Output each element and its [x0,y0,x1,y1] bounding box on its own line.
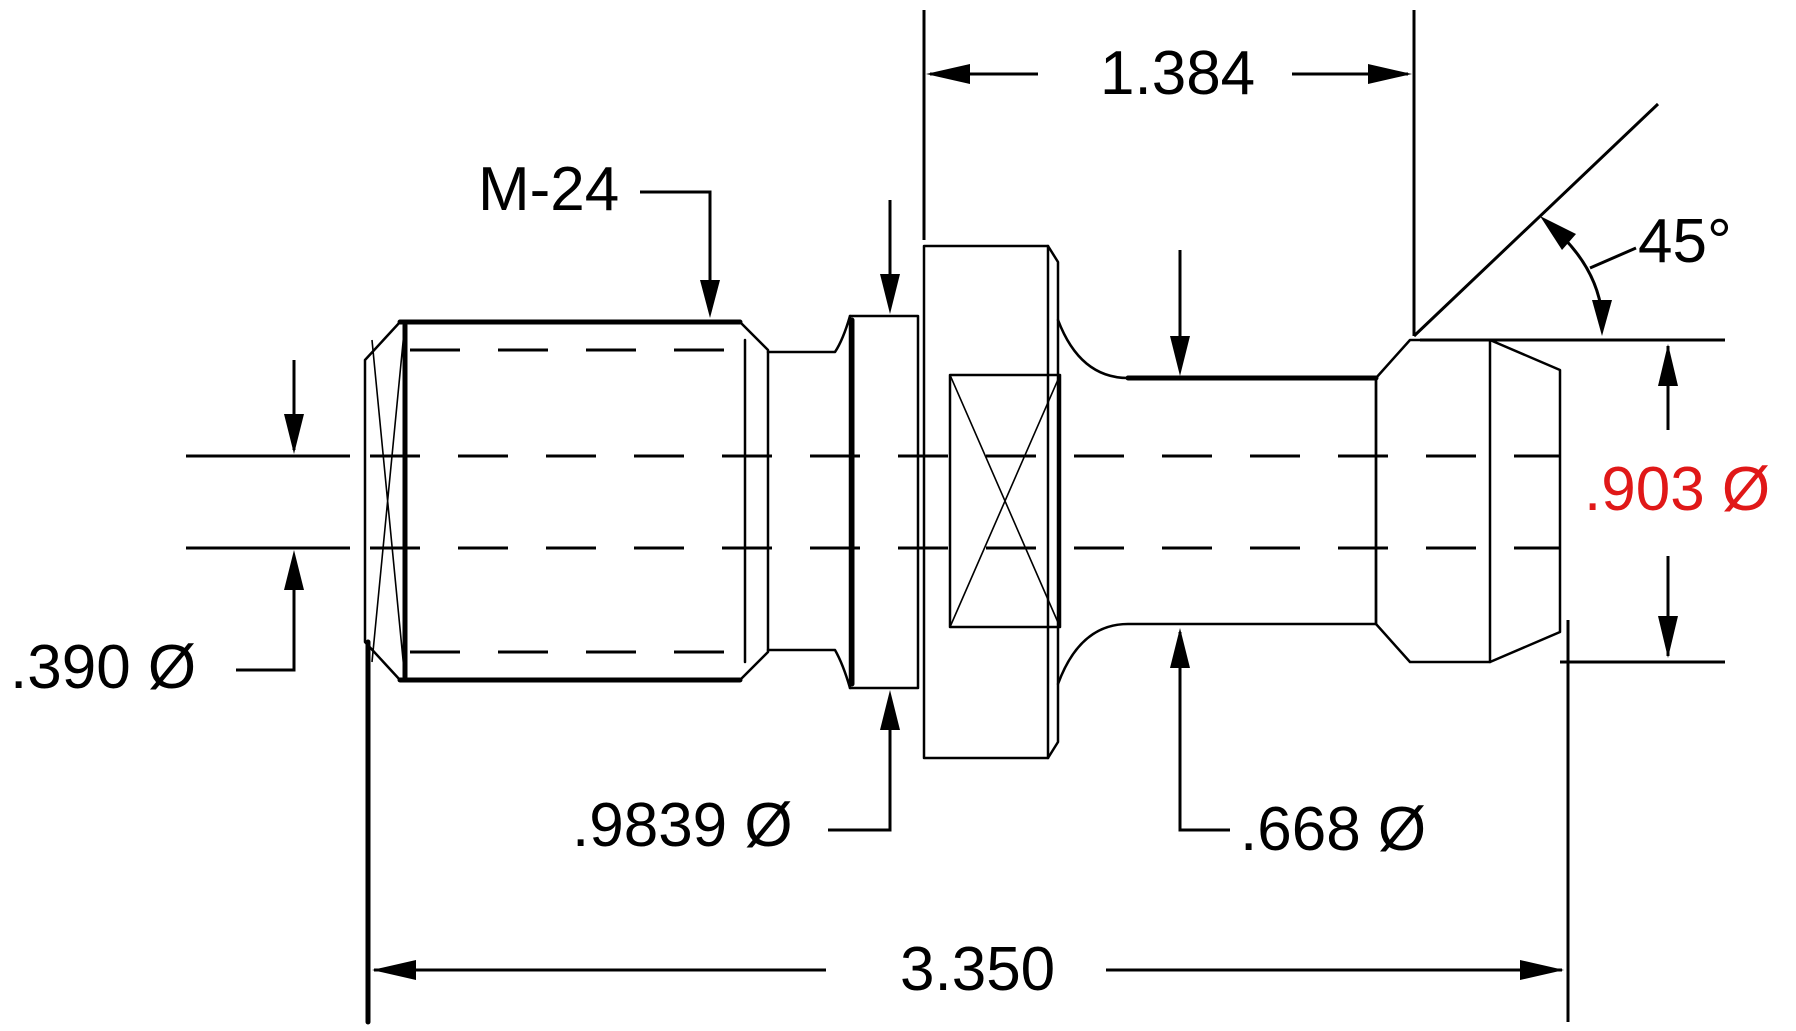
labels: M-24 1.384 45° .903 Ø .390 Ø .9839 Ø .66… [10,39,1770,1004]
dim-390-bottom [236,556,296,672]
arrow-angle-bottom [1592,300,1612,336]
arrow-903-bottom [1658,616,1678,658]
part-outline [363,244,1562,760]
arrow-668-top [1170,336,1190,376]
arrow-1384-left [926,64,970,84]
flange-section [922,244,1060,760]
arrow-903-top [1658,344,1678,386]
label-neck-diameter: .668 Ø [1240,795,1426,864]
label-angle: 45° [1638,207,1732,276]
neck-section [1056,318,1378,686]
relief-groove [766,314,852,690]
arrow-3350-right [1520,960,1564,980]
arrow-390-bottom [284,550,304,590]
leader-668 [1178,632,1230,832]
label-thread: M-24 [478,155,619,224]
chamfer-angle-line [1412,102,1660,338]
arrow-1384-right [1368,64,1412,84]
arrow-668-bottom [1170,628,1190,668]
label-flange-to-end: 1.384 [1100,39,1255,108]
dimensions [186,10,1725,1025]
leader-9839 [828,696,892,832]
thread-chamfer-cross [371,321,406,681]
hidden-lines [370,348,1560,654]
label-tip-diameter: .903 Ø [1584,455,1770,524]
head-section [1374,338,1562,664]
arrow-m24 [700,280,720,318]
label-bore-diameter: .390 Ø [10,633,196,702]
wrench-flat-box [948,373,1062,629]
arrow-390-top [284,414,304,454]
arrow-3350-left [372,960,416,980]
collar-section [848,314,920,690]
label-collar-diameter: .9839 Ø [572,791,793,860]
leader-angle [1589,246,1637,270]
leader-m24 [640,190,712,300]
wrench-flat-cross [949,374,1061,628]
thread-section [363,320,770,682]
arrow-9839-bottom [880,690,900,730]
arrow-angle-top [1540,216,1576,250]
label-overall-length: 3.350 [900,935,1055,1004]
arrow-9839-top [880,274,900,314]
